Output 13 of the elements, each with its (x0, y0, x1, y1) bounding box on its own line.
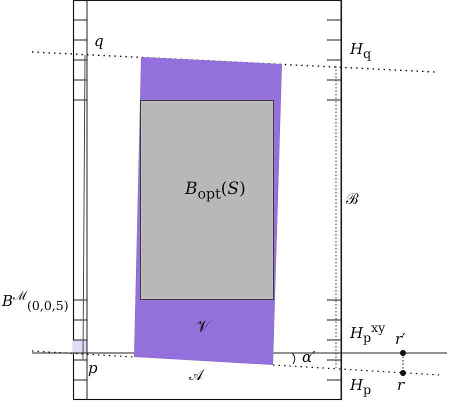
math-label: p (88, 361, 98, 376)
region-label: B$_{opt}$(S) (185, 181, 246, 202)
bounding-box (140, 100, 274, 300)
math-label: q (94, 34, 104, 49)
math-label: ℬ (346, 192, 359, 207)
math-label: α′ (302, 350, 316, 365)
math-label: H$_{p}$ (350, 378, 372, 396)
math-label: r′ (395, 332, 406, 347)
math-label: 𝒜 (189, 368, 203, 383)
region-label: 𝒱 (196, 319, 210, 336)
math-label: r (397, 378, 404, 393)
region-shape (134, 57, 282, 366)
math-label: H$_{q}$ (350, 42, 372, 60)
